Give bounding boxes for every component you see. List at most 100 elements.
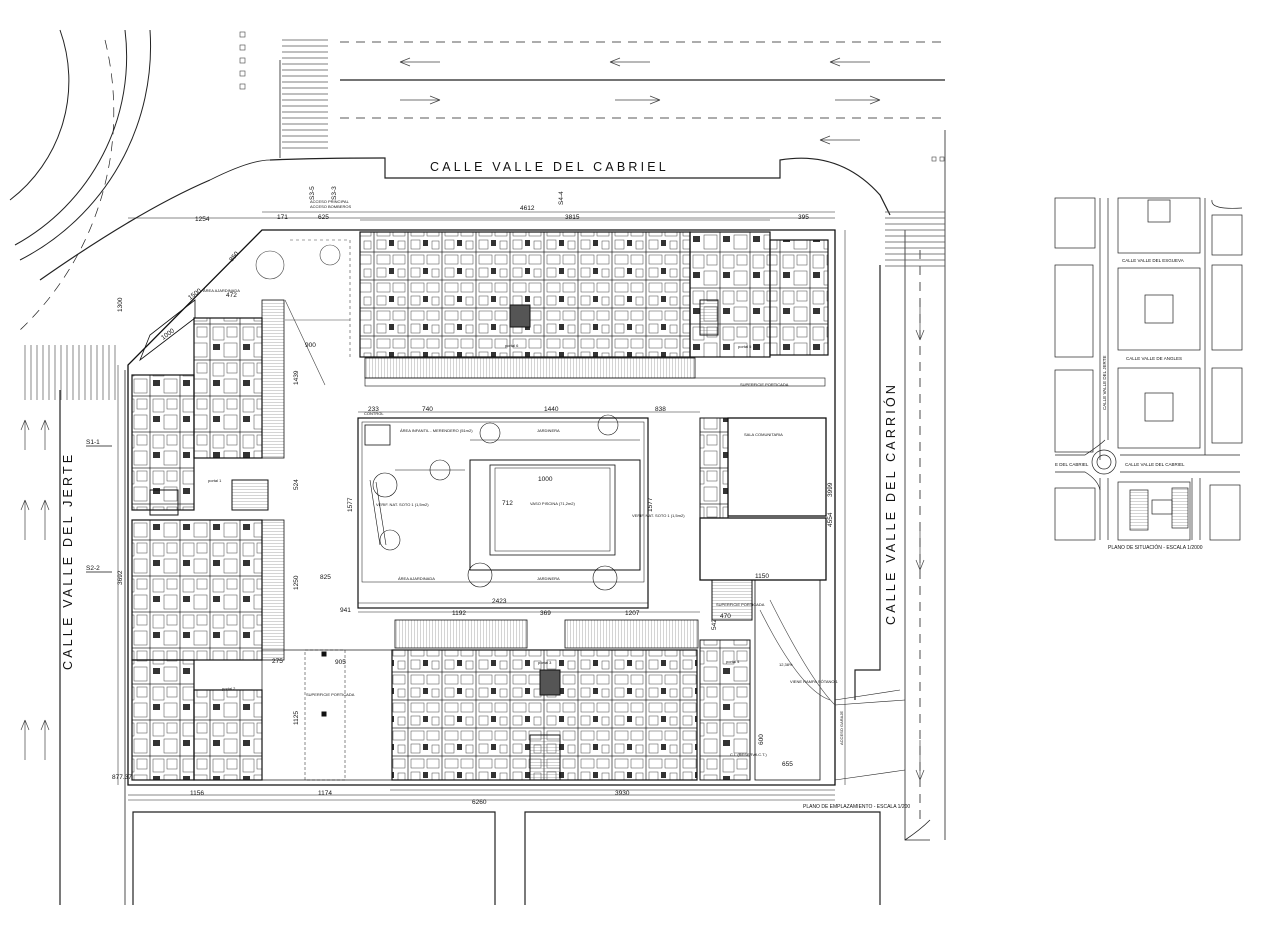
dim-east-b: 470: [720, 613, 731, 620]
dim-bottom-right: 3930: [615, 790, 630, 797]
west-block: [131, 299, 285, 781]
section-mark-s4-4: S4-4: [558, 191, 565, 205]
dim-top-total: 4612: [520, 205, 535, 212]
label-pool: VASO PISCINA (71,2m2): [530, 501, 575, 506]
label-portal-1: portal 1: [208, 478, 222, 483]
dim-west-d: 1125: [293, 711, 300, 725]
dim-court-b: 740: [422, 406, 433, 413]
label-porticoed-3: SUPERFICIE PORTICADA: [716, 602, 765, 607]
dim-east-f: 4554: [827, 512, 834, 527]
dim-bottom-a: 1156: [190, 790, 204, 797]
dim-diag-e: 850: [228, 250, 241, 263]
dim-court-width: 2423: [492, 598, 507, 605]
label-landscaped-2: ÁREA AJARDINADA: [398, 576, 435, 581]
courtyard: [357, 414, 649, 609]
dim-east-e: 600: [758, 734, 765, 745]
garage-ramp: [834, 689, 906, 781]
dim-west-a: 1439: [293, 370, 300, 385]
dim-diag-d: 1300: [117, 297, 124, 312]
label-pool-deck-1: VERIF. NAT. SOTO 1 (1,5m2): [376, 502, 429, 507]
locmap-street-4: CALLE VALLE DEL JERTE: [1102, 356, 1107, 410]
street-label-west: CALLE VALLE DEL JERTE: [61, 452, 75, 670]
label-play-area: ÁREA INFANTIL - MERENDERO (51m2): [400, 428, 473, 433]
dim-bottom-b: 1174: [318, 790, 332, 797]
dim-level: 877.37: [112, 774, 132, 781]
dim-top-a: 171: [277, 214, 288, 221]
dim-south-b: 1192: [452, 610, 466, 617]
dim-east-g: 3999: [827, 482, 834, 497]
label-porticoed-1: SUPERFICIE PORTICADA: [740, 382, 789, 387]
label-ramp-note: VIENE RAMPA SÓTANO 1: [790, 679, 839, 684]
section-mark-s2-2: S2-2: [86, 565, 100, 572]
locmap-street-5: E DEL CABRIEL: [1055, 462, 1089, 467]
dim-pool-depth: 712: [502, 500, 513, 507]
dim-south-a: 941: [340, 607, 351, 614]
street-label-north: CALLE VALLE DEL CABRIEL: [430, 160, 669, 174]
locmap-street-2: CALLE VALLE DE ANGLES: [1126, 356, 1182, 361]
location-map: [1054, 197, 1243, 541]
label-control: CONTROL: [364, 411, 384, 416]
dim-top-c: 395: [798, 214, 809, 221]
dim-mid-c: 275: [272, 658, 283, 665]
label-reserve: C.I. (RESERVA C.T.): [730, 752, 767, 757]
dim-court-c: 1440: [544, 406, 559, 413]
label-portal-3: portal 3: [538, 660, 552, 665]
caption-location-plan: PLANO DE SITUACIÓN - ESCALA 1/2000: [1108, 544, 1203, 551]
street-label-east: CALLE VALLE DEL CARRIÓN: [883, 382, 898, 625]
dim-east-a: 1150: [755, 573, 769, 580]
dim-court-a: 233: [368, 406, 379, 413]
porticoed-area: [261, 649, 393, 781]
label-main-access: ACCESO PRINCIPAL: [310, 199, 350, 204]
section-mark-s3-3: S3-3: [331, 186, 338, 200]
label-planter-1: JARDINERA: [537, 428, 560, 433]
label-landscaped-1: ÁREA AJARDINADA: [203, 288, 240, 293]
dim-east-c: 542: [711, 619, 718, 630]
dim-west-c: 1250: [293, 575, 300, 590]
label-portal-6: portal 6: [505, 343, 519, 348]
label-ramp-slope: 12,38%: [779, 662, 793, 667]
dim-mid-a: 825: [320, 574, 331, 581]
label-portal-2: portal 2: [222, 686, 236, 691]
label-fire-access: ACCESO BOMBEROS: [310, 204, 351, 209]
dim-top-b: 625: [318, 214, 329, 221]
dim-court-height: 1577: [647, 497, 654, 512]
dim-west-e: 900: [305, 342, 316, 349]
dim-mid-d: 524: [293, 479, 300, 490]
bollards: [239, 31, 945, 162]
dim-top-main: 3815: [565, 214, 580, 221]
dim-bottom-total: 6260: [472, 799, 487, 806]
label-community-room: SALA COMUNITARIA: [744, 432, 783, 437]
east-block: [699, 417, 836, 781]
dim-diag-c: 472: [226, 292, 237, 299]
label-portal-4: portal 4: [726, 659, 740, 664]
north-block: [359, 231, 829, 387]
caption-site-plan: PLANO DE EMPLAZAMIENTO - ESCALA 1/200: [803, 804, 910, 810]
label-planter-2: JARDINERA: [537, 576, 560, 581]
dimension-lines: [128, 211, 835, 801]
section-mark-s3-5: S3-5: [309, 186, 316, 200]
entry-garden: [255, 239, 351, 386]
south-block: [391, 619, 699, 781]
road-markings: [9, 29, 946, 905]
dim-mid-b: 905: [335, 659, 346, 666]
label-garage-access: ACCESO GARAJE: [839, 711, 844, 745]
dim-east-d: 655: [782, 761, 793, 768]
locmap-street-1: CALLE VALLE DEL ESGUEVA: [1122, 258, 1184, 263]
zebra-crossing-west: [24, 345, 116, 400]
traffic-arrows: [20, 57, 925, 781]
label-portal-5: portal 5: [738, 344, 752, 349]
label-porticoed-2: SUPERFICIE PORTICADA: [306, 692, 355, 697]
dim-court-height-2: 1577: [347, 497, 354, 512]
site-boundary: [117, 217, 846, 796]
locmap-street-3: CALLE VALLE DEL CABRIEL: [1125, 462, 1185, 467]
zebra-crossing-north: [282, 39, 328, 149]
dim-south-d: 1207: [625, 610, 640, 617]
zebra-crossing-east: [885, 211, 945, 267]
label-pool-deck-2: VERIF. NAT. SOTO 1 (1,5m2): [632, 513, 685, 518]
dim-west-b: 3692: [117, 570, 124, 585]
dim-south-c: 369: [540, 610, 551, 617]
dim-court-d: 838: [655, 406, 666, 413]
dim-corner-left: 1254: [195, 216, 210, 223]
dim-pool-width: 1000: [538, 476, 553, 483]
